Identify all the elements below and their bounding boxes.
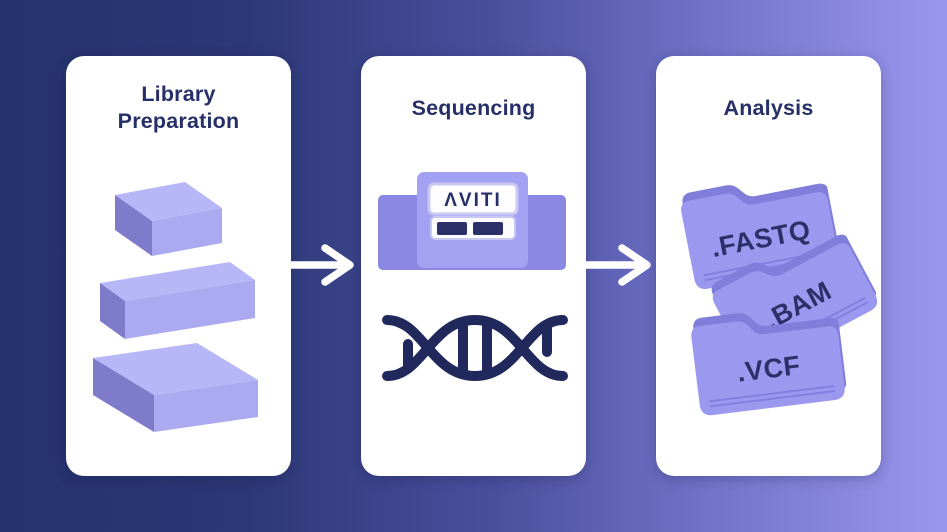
- arrow-right-icon: [582, 244, 651, 286]
- step-card-library-preparation: Library Preparation: [66, 56, 291, 476]
- step-card-analysis: Analysis .FASTQ .BAM .VCF: [656, 56, 881, 476]
- arrow-right-icon: [285, 244, 354, 286]
- library-plates-illustration: [93, 182, 258, 432]
- step-title-analysis: Analysis: [723, 95, 814, 120]
- sequencer-slot-right: [473, 222, 503, 235]
- dna-helix-icon: [382, 314, 568, 382]
- sequencer-screen: [427, 182, 519, 216]
- step-card-sequencing: Sequencing ΛVITI: [361, 56, 586, 476]
- folder-icon-vcf: .VCF: [691, 313, 847, 416]
- sequencer-slot-left: [437, 222, 467, 235]
- folder-front-panel: [691, 321, 845, 416]
- plate-large: [93, 343, 258, 432]
- aviti-sequencer-icon: ΛVITI: [378, 172, 566, 270]
- plate-medium: [100, 262, 255, 339]
- step-title-sequencing: Sequencing: [411, 95, 536, 120]
- aviti-screen-label: ΛVITI: [444, 190, 502, 211]
- step-title-library-preparation: Library Preparation: [117, 82, 240, 133]
- plate-small: [115, 182, 222, 256]
